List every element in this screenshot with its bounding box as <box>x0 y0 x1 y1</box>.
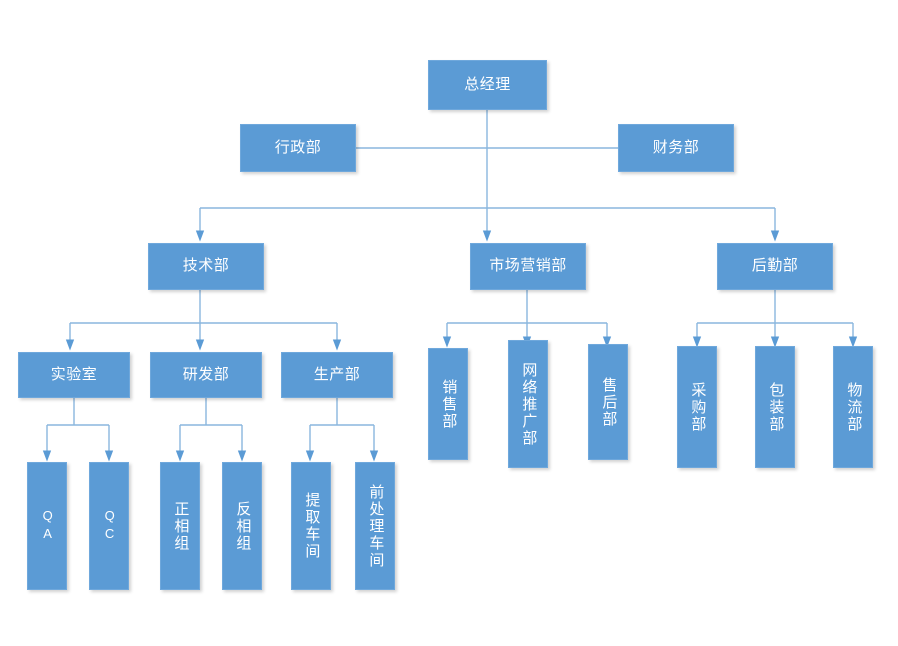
node-support[interactable]: 后勤部 <box>717 243 833 290</box>
node-extraction[interactable]: 提取车间 <box>291 462 331 590</box>
node-finance[interactable]: 财务部 <box>618 124 734 172</box>
node-pretreatment[interactable]: 前处理车间 <box>355 462 395 590</box>
node-procurement[interactable]: 采购部 <box>677 346 717 468</box>
node-distribution[interactable]: 物流部 <box>833 346 873 468</box>
node-production[interactable]: 生产部 <box>281 352 393 398</box>
node-ceo[interactable]: 总经理 <box>428 60 547 110</box>
node-rnd[interactable]: 研发部 <box>150 352 262 398</box>
node-qa[interactable]: QA <box>27 462 67 590</box>
node-lab[interactable]: 实验室 <box>18 352 130 398</box>
node-reverse-phase[interactable]: 反相组 <box>222 462 262 590</box>
node-qc[interactable]: QC <box>89 462 129 590</box>
node-normal-phase[interactable]: 正相组 <box>160 462 200 590</box>
node-admin[interactable]: 行政部 <box>240 124 356 172</box>
node-marketing[interactable]: 市场营销部 <box>470 243 586 290</box>
node-online-promo[interactable]: 网络推广部 <box>508 340 548 468</box>
node-packaging[interactable]: 包装部 <box>755 346 795 468</box>
node-tech[interactable]: 技术部 <box>148 243 264 290</box>
node-after-sales[interactable]: 售后部 <box>588 344 628 460</box>
node-sales[interactable]: 销售部 <box>428 348 468 460</box>
